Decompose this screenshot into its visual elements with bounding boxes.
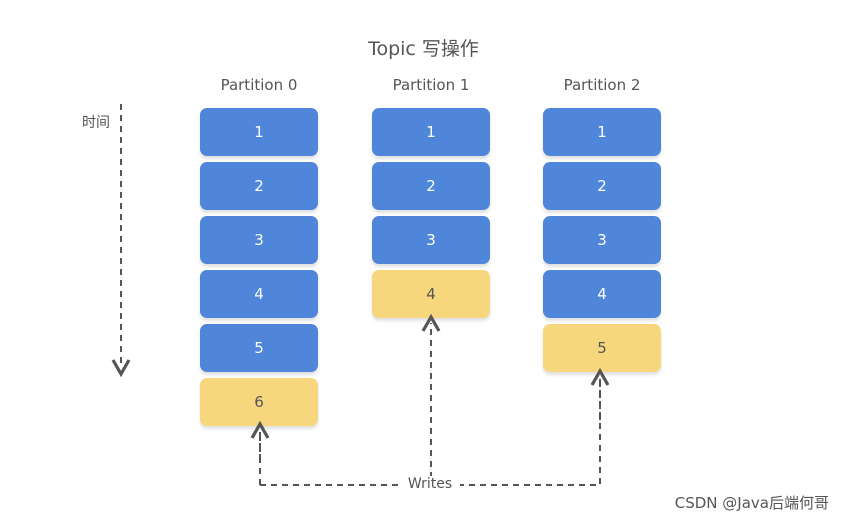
partition-1-record-3: 3 (372, 216, 490, 264)
watermark: CSDN @Java后端何哥 (674, 494, 829, 512)
partition-1-record-1: 1 (372, 108, 490, 156)
partition-0-record-4: 4 (200, 270, 318, 318)
partition-0-title: Partition 0 (220, 76, 298, 94)
partition-2-record-2: 2 (543, 162, 661, 210)
partition-2-title: Partition 2 (563, 76, 641, 94)
partition-1-title: Partition 1 (392, 76, 470, 94)
partition-0-record-1: 1 (200, 108, 318, 156)
partition-1-writing-record: 4 (372, 270, 490, 318)
time-axis-label: 时间 (82, 115, 110, 131)
partition-0-writing-record: 6 (200, 378, 318, 426)
partition-0-record-3: 3 (200, 216, 318, 264)
partition-0-record-2: 2 (200, 162, 318, 210)
writes-label: Writes (400, 476, 460, 492)
diagram-title: Topic 写操作 (368, 38, 479, 60)
partition-2-writing-record: 5 (543, 324, 661, 372)
partition-2-record-4: 4 (543, 270, 661, 318)
partition-1-record-2: 2 (372, 162, 490, 210)
partition-0-record-5: 5 (200, 324, 318, 372)
partition-2-record-1: 1 (543, 108, 661, 156)
partition-2-record-3: 3 (543, 216, 661, 264)
